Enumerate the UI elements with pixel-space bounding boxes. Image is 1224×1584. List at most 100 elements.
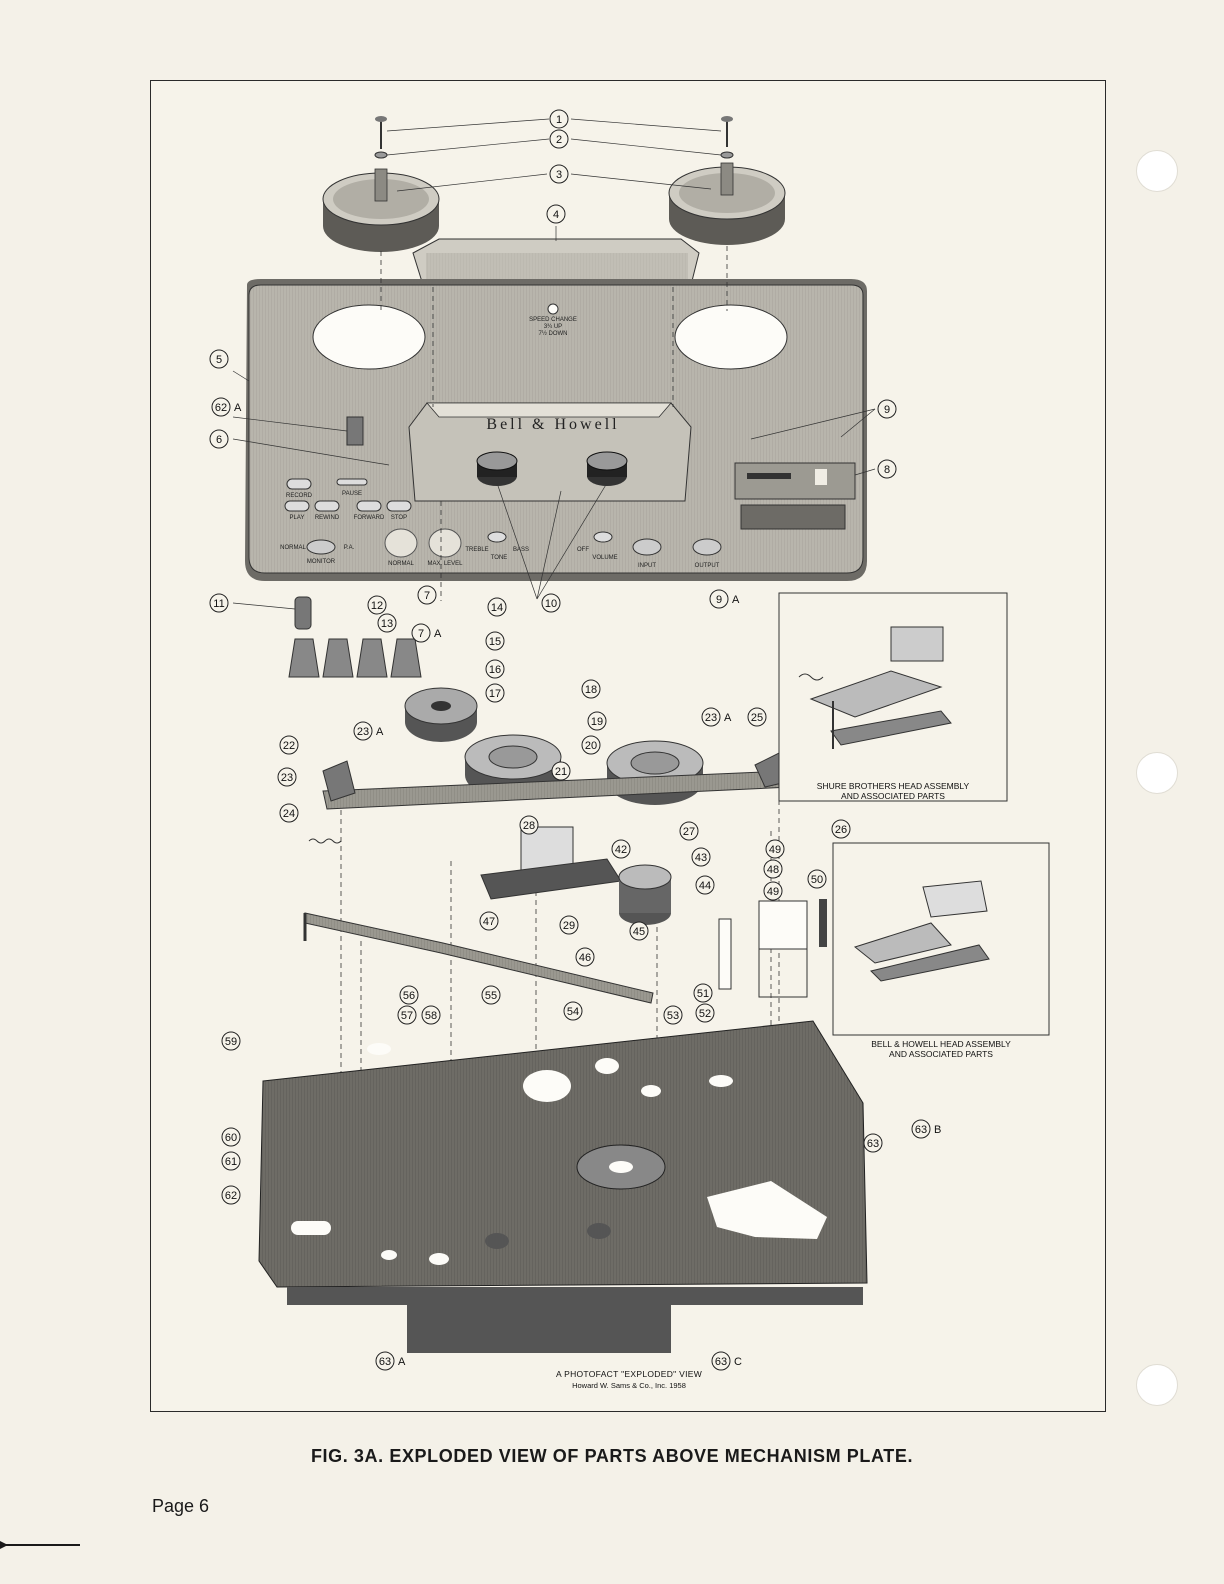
- callout-number: 47: [483, 916, 495, 928]
- callout-number: 43: [695, 852, 707, 864]
- publisher-credit: Howard W. Sams & Co., Inc. 1958: [572, 1381, 686, 1390]
- forward-label: FORWARD: [354, 515, 385, 521]
- callout-number: 49: [769, 844, 781, 856]
- callout-number: 16: [489, 664, 501, 676]
- callout-number: 25: [751, 712, 763, 724]
- pa-label: P.A.: [344, 545, 355, 551]
- callout-5: 5: [209, 349, 229, 369]
- page-number: Page 6: [152, 1496, 210, 1516]
- callout-suffix: C: [734, 1356, 742, 1368]
- input-label: INPUT: [638, 563, 656, 569]
- normal-label: NORMAL: [280, 545, 306, 551]
- photofact-credit: A PHOTOFACT "EXPLODED" VIEW: [555, 1369, 703, 1379]
- callout-number: 63: [379, 1356, 391, 1368]
- volume-label: VOLUME: [592, 555, 617, 561]
- speed-change-label: SPEED CHANGE: [529, 317, 577, 323]
- callout-17: 17: [485, 683, 505, 703]
- callout-15: 15: [485, 631, 505, 651]
- callout-number: 6: [216, 434, 222, 446]
- treble-label: TREBLE: [465, 547, 488, 553]
- callout-28: 28: [519, 815, 539, 835]
- callout-number: 29: [563, 920, 575, 932]
- callout-number: 62: [215, 402, 227, 414]
- callout-11: 11: [209, 593, 229, 613]
- callout-suffix: A: [732, 594, 740, 606]
- callout-48: 48: [763, 859, 783, 879]
- callout-43: 43: [691, 847, 711, 867]
- exploded-view-diagram: SPEED CHANGE 3¾ UP 7½ DOWN Bell & Howell…: [209, 109, 1050, 1371]
- leader-lines: [232, 118, 876, 610]
- binder-hole-top: [1136, 150, 1178, 192]
- callout-number: 1: [556, 114, 562, 126]
- callout-number: 63: [867, 1138, 879, 1150]
- callout-25: 25: [747, 707, 767, 727]
- output-label: OUTPUT: [695, 563, 720, 569]
- callout-52: 52: [695, 1003, 715, 1023]
- callout-number: 15: [489, 636, 501, 648]
- callout-suffix: A: [376, 726, 384, 738]
- callout-number: 28: [523, 820, 535, 832]
- callout-18: 18: [581, 679, 601, 699]
- callout-number: 23: [281, 772, 293, 784]
- max-level-label: MAX. LEVEL: [427, 561, 463, 567]
- callout-62a: 62 A: [211, 397, 242, 417]
- callout-10: 10: [541, 593, 561, 613]
- callout-number: 59: [225, 1036, 237, 1048]
- callout-19: 19: [587, 711, 607, 731]
- callout-55: 55: [481, 985, 501, 1005]
- callout-number: 60: [225, 1132, 237, 1144]
- callout-number: 8: [884, 464, 890, 476]
- callout-number: 27: [683, 826, 695, 838]
- callout-suffix: A: [724, 712, 732, 724]
- callout-number: 7: [424, 590, 430, 602]
- record-label: RECORD: [286, 493, 313, 499]
- figure-frame: SPEED CHANGE 3¾ UP 7½ DOWN Bell & Howell…: [150, 80, 1106, 1412]
- callout-9: 9: [877, 399, 897, 419]
- callout-suffix: A: [398, 1356, 406, 1368]
- callout-14: 14: [487, 597, 507, 617]
- right-reel: [668, 162, 786, 245]
- callout-49: 49: [763, 881, 783, 901]
- callout-number: 2: [556, 134, 562, 146]
- callout-number: 13: [381, 618, 393, 630]
- callout-number: 52: [699, 1008, 711, 1020]
- bh-inset: BELL & HOWELL HEAD ASSEMBLY AND ASSOCIAT…: [832, 842, 1050, 1059]
- callout-27: 27: [679, 821, 699, 841]
- rewind-label: REWIND: [315, 515, 340, 521]
- callout-16: 16: [485, 659, 505, 679]
- callout-number: 42: [615, 844, 627, 856]
- callout-24: 24: [279, 803, 299, 823]
- off-label: OFF: [577, 547, 589, 553]
- callout-57: 57: [397, 1005, 417, 1025]
- cabinet-top-plate: SPEED CHANGE 3¾ UP 7½ DOWN Bell & Howell…: [245, 279, 867, 581]
- callout-number: 18: [585, 684, 597, 696]
- long-lever: [303, 912, 654, 1004]
- callout-number: 9: [716, 594, 722, 606]
- callout-53: 53: [663, 1005, 683, 1025]
- callout-63: 63: [863, 1133, 883, 1153]
- callout-62: 62: [221, 1185, 241, 1205]
- callout-42: 42: [611, 839, 631, 859]
- callout-number: 26: [835, 824, 847, 836]
- callout-number: 5: [216, 354, 222, 366]
- callout-suffix: A: [234, 402, 242, 414]
- play-label: PLAY: [290, 515, 305, 521]
- callout-number: 55: [485, 990, 497, 1002]
- callout-number: 58: [425, 1010, 437, 1022]
- callout-12: 12: [367, 595, 387, 615]
- callout-8: 8: [877, 459, 897, 479]
- callout-number: 20: [585, 740, 597, 752]
- callout-number: 50: [811, 874, 823, 886]
- mechanism-plate: [258, 1020, 868, 1353]
- callout-4: 4: [546, 204, 566, 224]
- binder-hole-middle: [1136, 752, 1178, 794]
- callout-number: 51: [697, 988, 709, 1000]
- left-reel: [322, 168, 440, 252]
- head-block: [718, 899, 827, 998]
- bh-caption: BELL & HOWELL HEAD ASSEMBLY: [871, 1039, 1011, 1049]
- callout-2: 2: [549, 129, 569, 149]
